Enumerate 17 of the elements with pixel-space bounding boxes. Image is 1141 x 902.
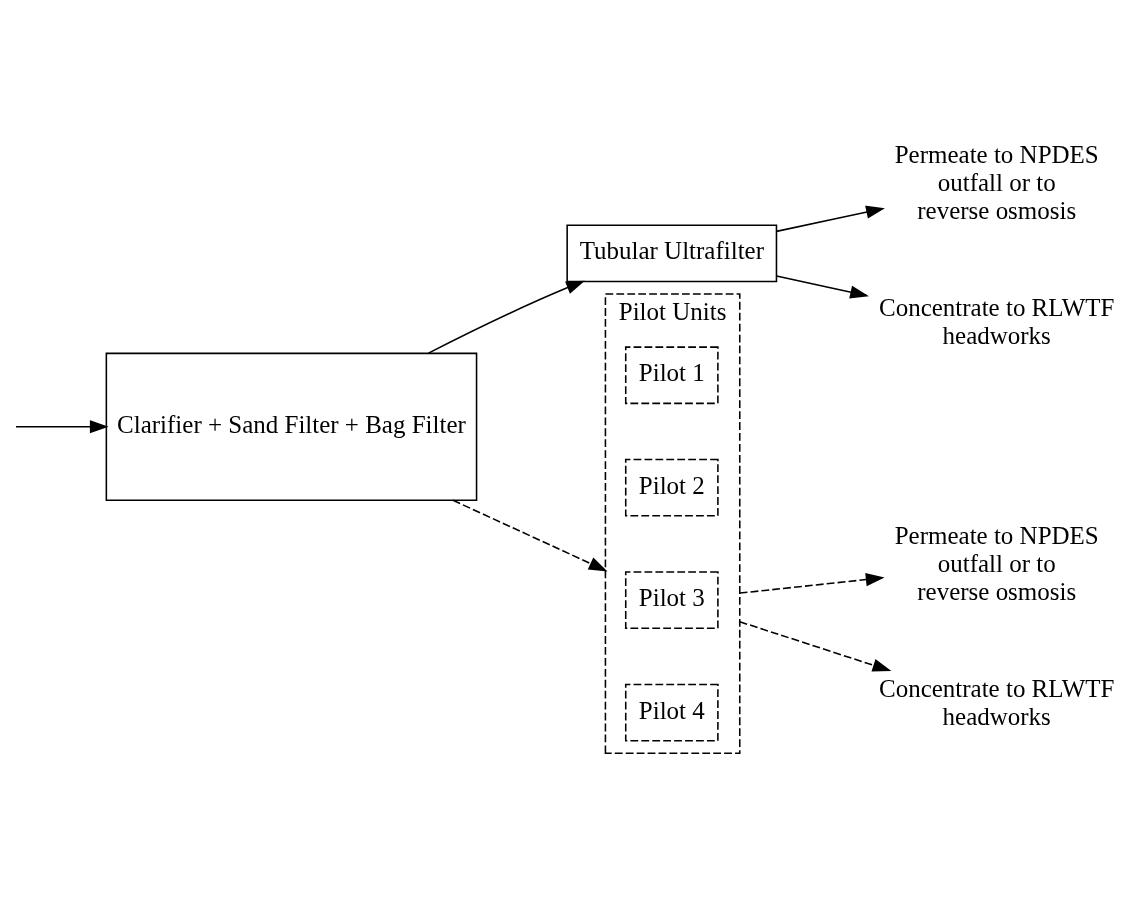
- arrow: [452, 499, 608, 572]
- node-text: Concentrate to RLWTF headworks: [879, 674, 1115, 730]
- node-box: Pilot 3: [624, 571, 719, 630]
- arrow: [15, 420, 109, 434]
- arrow: [775, 205, 885, 233]
- arrow: [427, 280, 585, 354]
- arrow: [775, 275, 869, 299]
- arrow: [739, 621, 892, 672]
- node-box: Pilot 1: [624, 346, 719, 405]
- node-text: Permeate to NPDES outfall or to reverse osmosis: [894, 521, 1099, 605]
- node-text: Permeate to NPDES outfall or to reverse osmosis: [894, 140, 1099, 224]
- node-box: Pilot 2: [624, 458, 719, 517]
- node-text: Concentrate to RLWTF headworks: [879, 293, 1115, 349]
- node-box: Pilot 4: [624, 683, 719, 742]
- node-box: Tubular Ultrafilter: [566, 224, 778, 283]
- arrow: [739, 573, 885, 594]
- node-box: Clarifier + Sand Filter + Bag Filter: [105, 352, 478, 501]
